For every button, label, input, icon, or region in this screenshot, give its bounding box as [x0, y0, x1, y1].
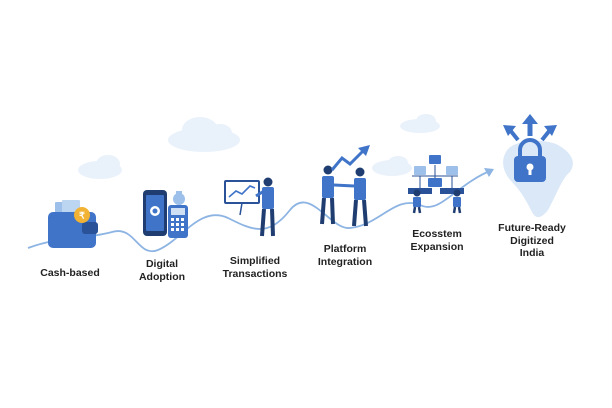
growth-arrow-icon [330, 145, 370, 171]
stage-label-digital-adoption: Digital Adoption [138, 258, 186, 283]
curve-arrowhead [484, 168, 494, 177]
secure-map-icon [503, 138, 573, 218]
cloud-decoration [78, 114, 440, 179]
stage-label-ecosstem-expansion: Ecosstem Expansion [410, 228, 464, 253]
presenter-icon [224, 177, 275, 237]
wallet-icon: ₹ [48, 200, 98, 248]
stage-label-cash-based: Cash-based [40, 267, 100, 279]
stage-label-platform-integration: Platform Integration [317, 243, 373, 268]
handshake-icon [320, 165, 368, 227]
svg-text:₹: ₹ [79, 211, 85, 221]
stage-label-simplified-transactions: Simplified Transactions [222, 255, 288, 280]
card-reader-icon [168, 205, 188, 238]
network-icon [408, 155, 464, 214]
stage-label-future-ready-digitized-india: Future-Ready Digitized India [498, 222, 566, 259]
money-bag-icon [173, 191, 185, 205]
smartphone-icon [143, 190, 167, 236]
upward-arrows-icon [503, 114, 557, 142]
